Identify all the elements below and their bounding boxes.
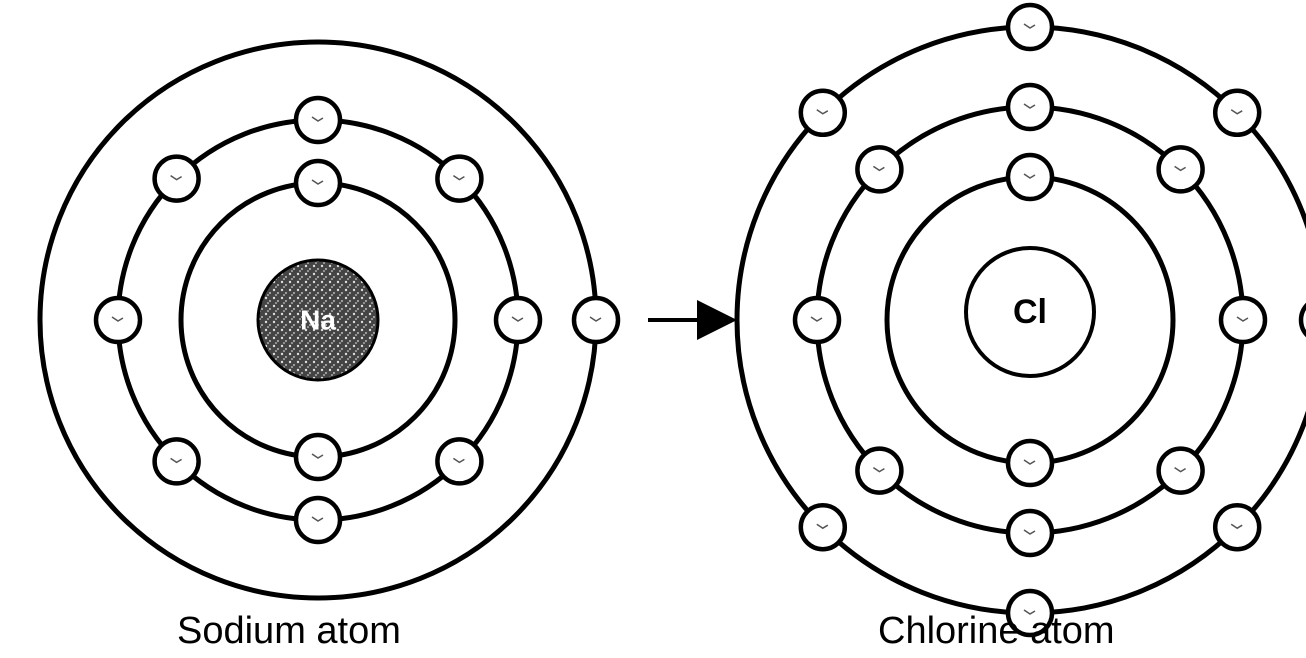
chlorine-electron-shell2-6 [857,449,901,493]
sodium-electron-shell2-3 [496,298,540,342]
chlorine-electron-shell3-6 [801,505,845,549]
chlorine-electron-shell2-1 [1008,85,1052,129]
sodium-electron-shell1-2 [296,435,340,479]
chlorine-electron-shell1-2 [1008,441,1052,485]
chlorine-nucleus-symbol: Cl [1013,293,1047,331]
chlorine-electron-shell2-3 [1221,298,1265,342]
chlorine-electron-shell2-2 [1159,147,1203,191]
chlorine-electron-shell2-5 [1008,511,1052,555]
sodium-electron-shell2-8 [155,157,199,201]
chlorine-electron-shell1-1 [1008,155,1052,199]
sodium-caption: Sodium atom [177,612,401,650]
chlorine-electron-shell3-4 [1215,505,1259,549]
chlorine-electron-shell3-1 [1008,5,1052,49]
chlorine-electron-shell2-8 [857,147,901,191]
sodium-electron-shell2-1 [296,98,340,142]
sodium-electron-shell2-4 [437,439,481,483]
sodium-electron-shell2-2 [437,157,481,201]
chlorine-atom: Cl [737,5,1306,635]
chlorine-electron-shell2-7 [795,298,839,342]
chlorine-caption: Chlorine atom [878,612,1115,650]
sodium-electron-shell3-1 [574,298,618,342]
sodium-nucleus-symbol: Na [300,305,336,336]
chlorine-electron-shell2-4 [1159,449,1203,493]
chlorine-electron-shell3-2 [1215,91,1259,135]
sodium-electron-shell2-5 [296,498,340,542]
sodium-atom: Na [40,42,618,598]
sodium-electron-shell2-7 [96,298,140,342]
sodium-electron-shell2-6 [155,439,199,483]
sodium-electron-shell1-1 [296,161,340,205]
chlorine-electron-shell3-7 [801,91,845,135]
chlorine-electron-shell3-3 [1301,298,1306,342]
